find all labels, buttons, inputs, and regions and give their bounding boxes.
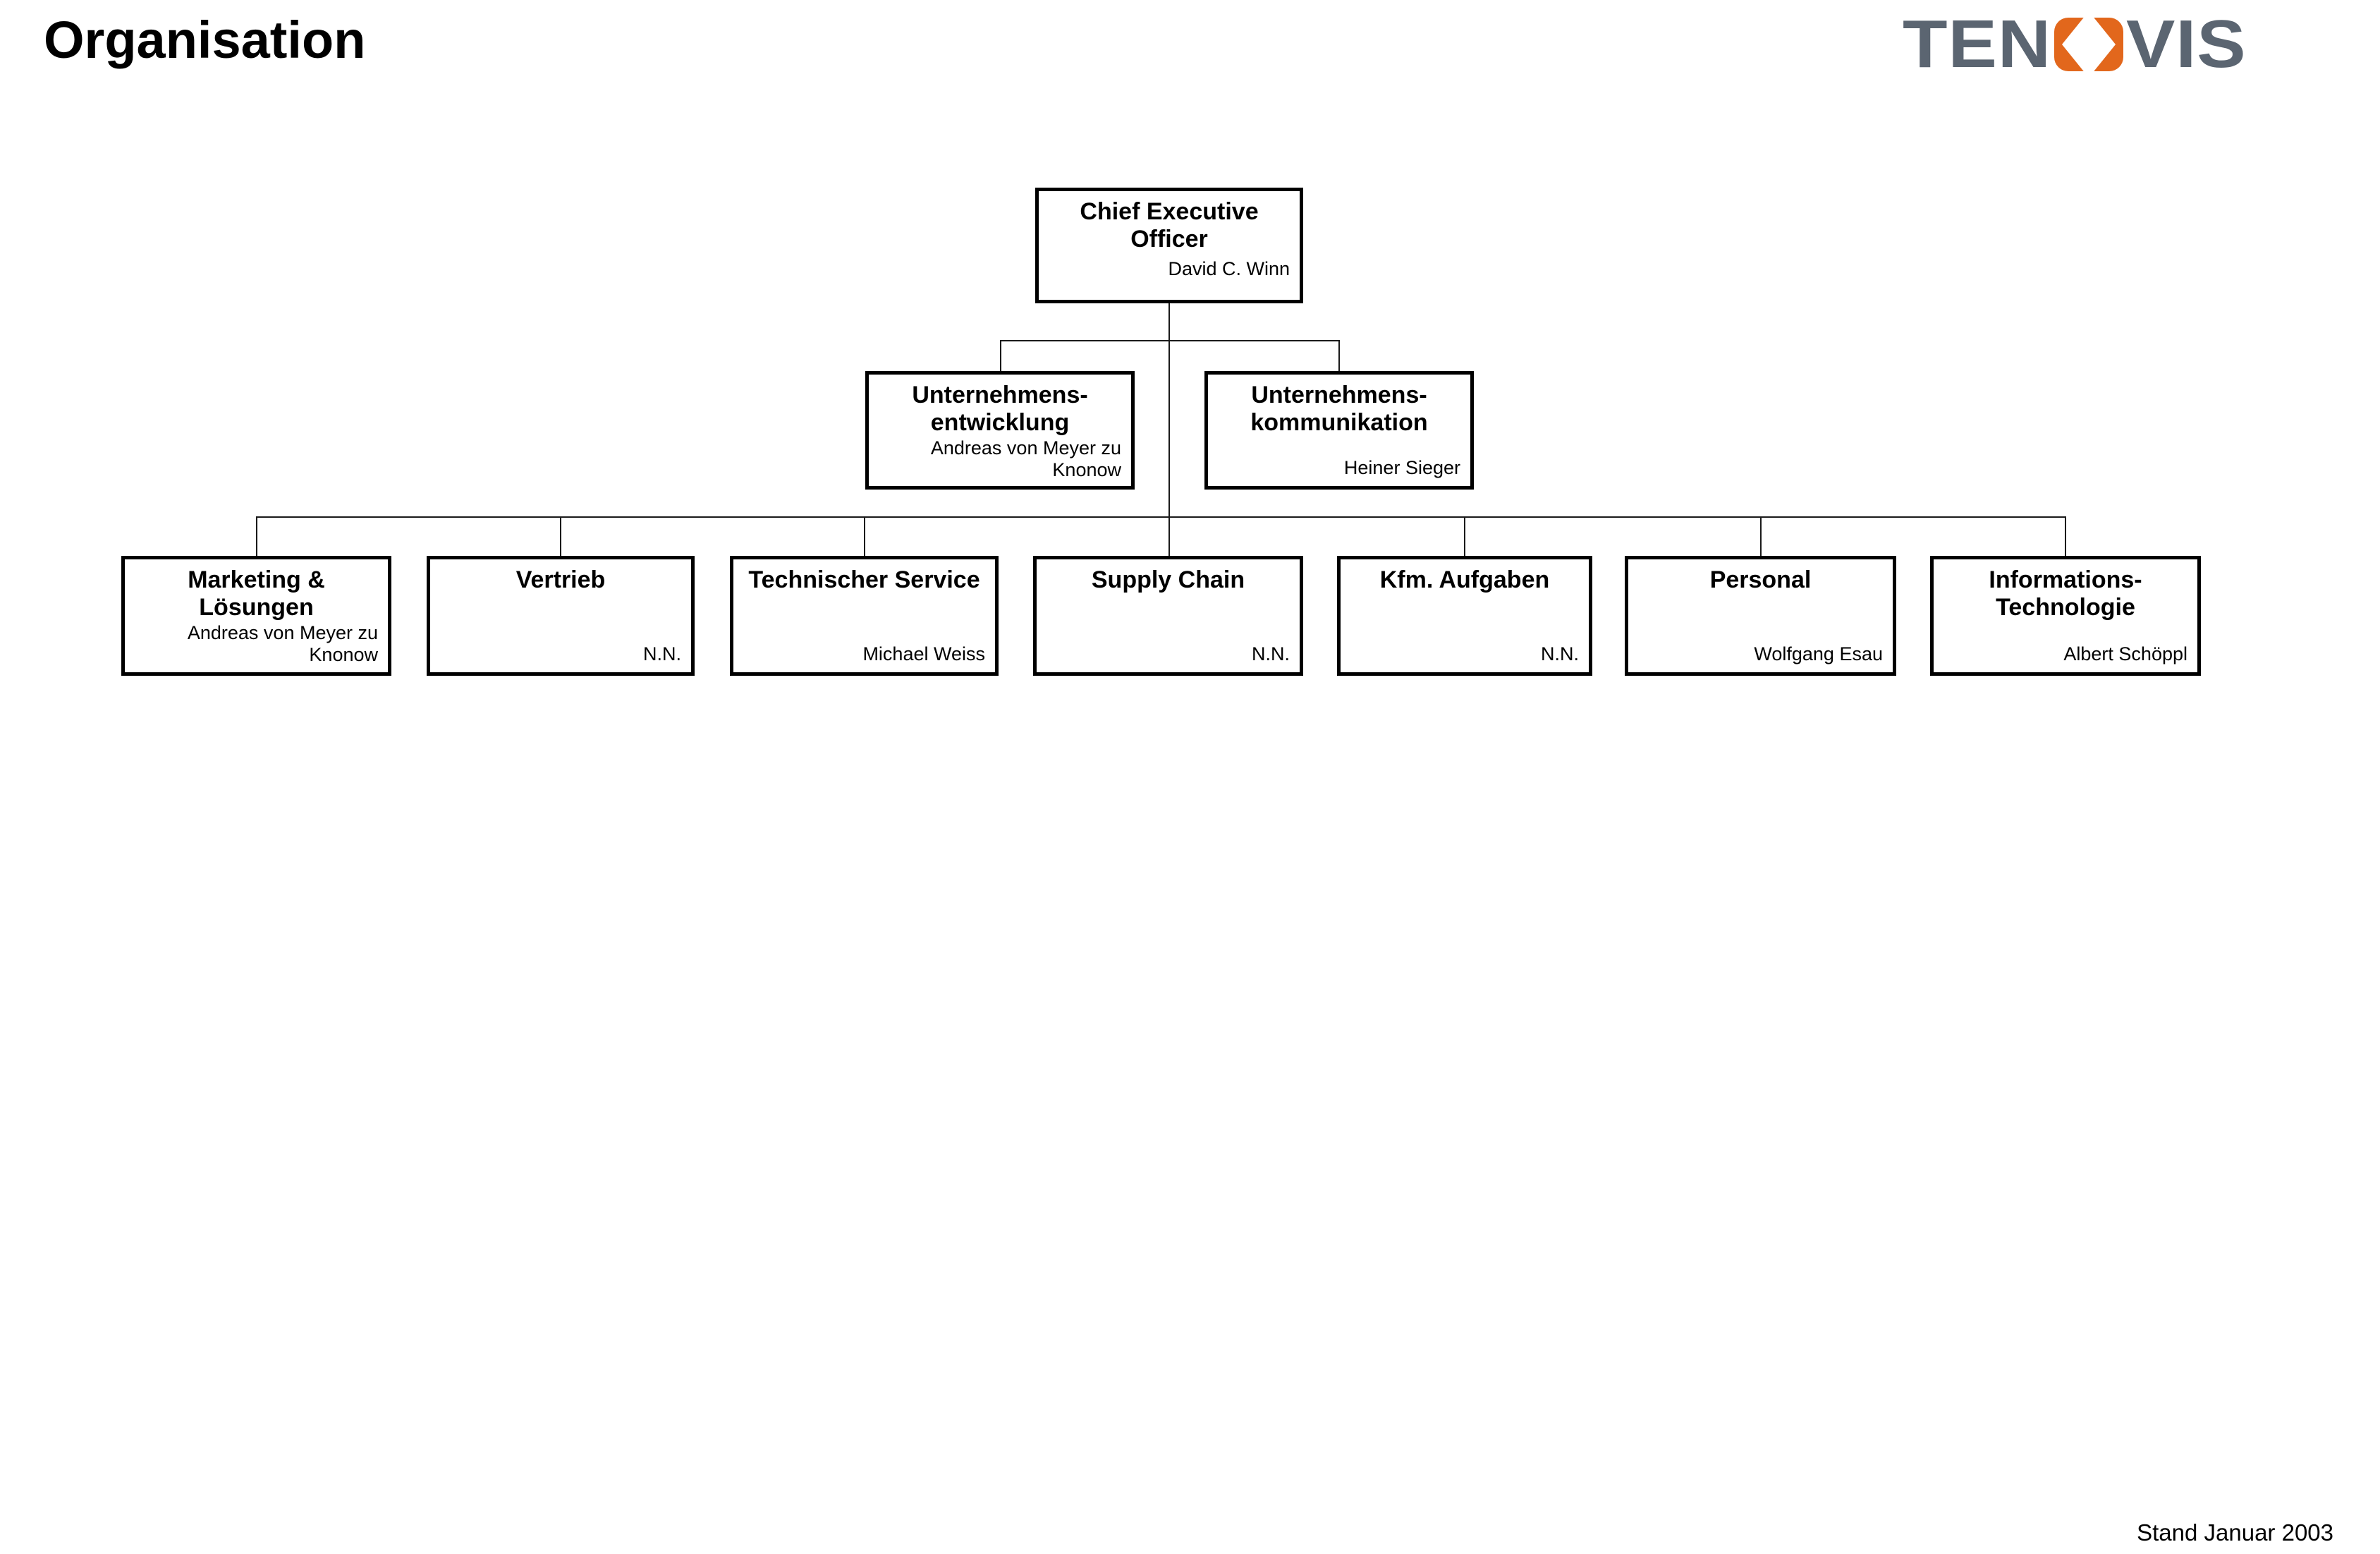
box-person: Albert Schöppl [2063,643,2187,665]
org-box-unternehmensentwicklung: Unternehmens- entwicklung Andreas von Me… [865,371,1135,490]
org-box-personal: Personal Wolfgang Esau [1625,556,1896,676]
org-box-ceo: Chief Executive Officer David C. Winn [1035,188,1303,303]
connector-dept-drop-3 [864,516,865,556]
box-person: David C. Winn [1168,258,1290,280]
box-title-line: Personal [1709,566,1812,593]
box-title-line: Supply Chain [1091,566,1245,593]
connector-department-rail [256,516,2066,518]
box-title: Vertrieb [440,566,681,594]
box-title-line: Officer [1130,226,1208,253]
org-box-vertrieb: Vertrieb N.N. [427,556,695,676]
box-title: Supply Chain [1046,566,1290,594]
box-title: Personal [1638,566,1883,594]
box-title: Kfm. Aufgaben [1350,566,1579,594]
box-title-line: Technologie [1996,594,2135,621]
box-title-line: Chief Executive [1080,198,1259,225]
org-box-technischer-service: Technischer Service Michael Weiss [730,556,999,676]
connector-dept-drop-1 [256,516,257,556]
org-box-marketing-loesungen: Marketing & Lösungen Andreas von Meyer z… [121,556,391,676]
box-title-line: kommunikation [1250,409,1428,437]
box-title: Unternehmens- kommunikation [1218,382,1460,437]
org-box-kfm-aufgaben: Kfm. Aufgaben N.N. [1337,556,1592,676]
connector-dept-drop-5 [1464,516,1465,556]
box-title-line: entwicklung [930,409,1070,437]
logo-text-ten: TEN [1903,6,2051,83]
connector-dept-drop-6 [1760,516,1762,556]
org-box-supply-chain: Supply Chain N.N. [1033,556,1303,676]
box-title: Marketing & Lösungen [135,566,378,622]
box-title-line: Unternehmens- [912,382,1088,408]
box-title-line: Marketing & [188,566,325,593]
box-person: Wolfgang Esau [1754,643,1883,665]
connector-dept-drop-4 [1168,516,1170,556]
logo-text-vis: VIS [2126,6,2247,83]
box-title: Informations- Technologie [1943,566,2187,622]
org-box-unternehmenskommunikation: Unternehmens- kommunikation Heiner Siege… [1204,371,1474,490]
box-person: N.N. [1541,643,1579,665]
box-person: N.N. [643,643,681,665]
box-person: Heiner Sieger [1343,457,1460,479]
box-person: Michael Weiss [862,643,985,665]
box-title: Chief Executive Officer [1049,198,1290,254]
connector-staff-drop-1 [1000,340,1001,371]
box-person: Andreas von Meyer zu Knonow [930,437,1121,480]
box-title-line: Unternehmens- [1251,382,1427,408]
tenovis-logo: TEN VIS [1903,11,2247,78]
org-box-informations-technologie: Informations- Technologie Albert Schöppl [1930,556,2201,676]
box-title-line: Kfm. Aufgaben [1379,566,1550,593]
footer-status-text: Stand Januar 2003 [2137,1519,2333,1546]
box-title: Technischer Service [743,566,985,594]
connector-staff-branch [1000,340,1340,341]
connector-dept-drop-7 [2065,516,2066,556]
box-title-line: Vertrieb [515,566,606,593]
page-title: Organisation [44,11,366,69]
box-title-line: Technischer Service [748,566,980,593]
connector-dept-drop-2 [560,516,561,556]
box-title: Unternehmens- entwicklung [879,382,1121,437]
box-title-line: Lösungen [199,594,314,621]
orange-split-o-icon [2054,18,2123,71]
connector-staff-drop-2 [1338,340,1340,371]
box-person: Andreas von Meyer zu Knonow [187,621,378,665]
box-title-line: Informations- [1989,566,2142,593]
box-person: N.N. [1252,643,1290,665]
connector-ceo-vertical [1168,303,1170,556]
